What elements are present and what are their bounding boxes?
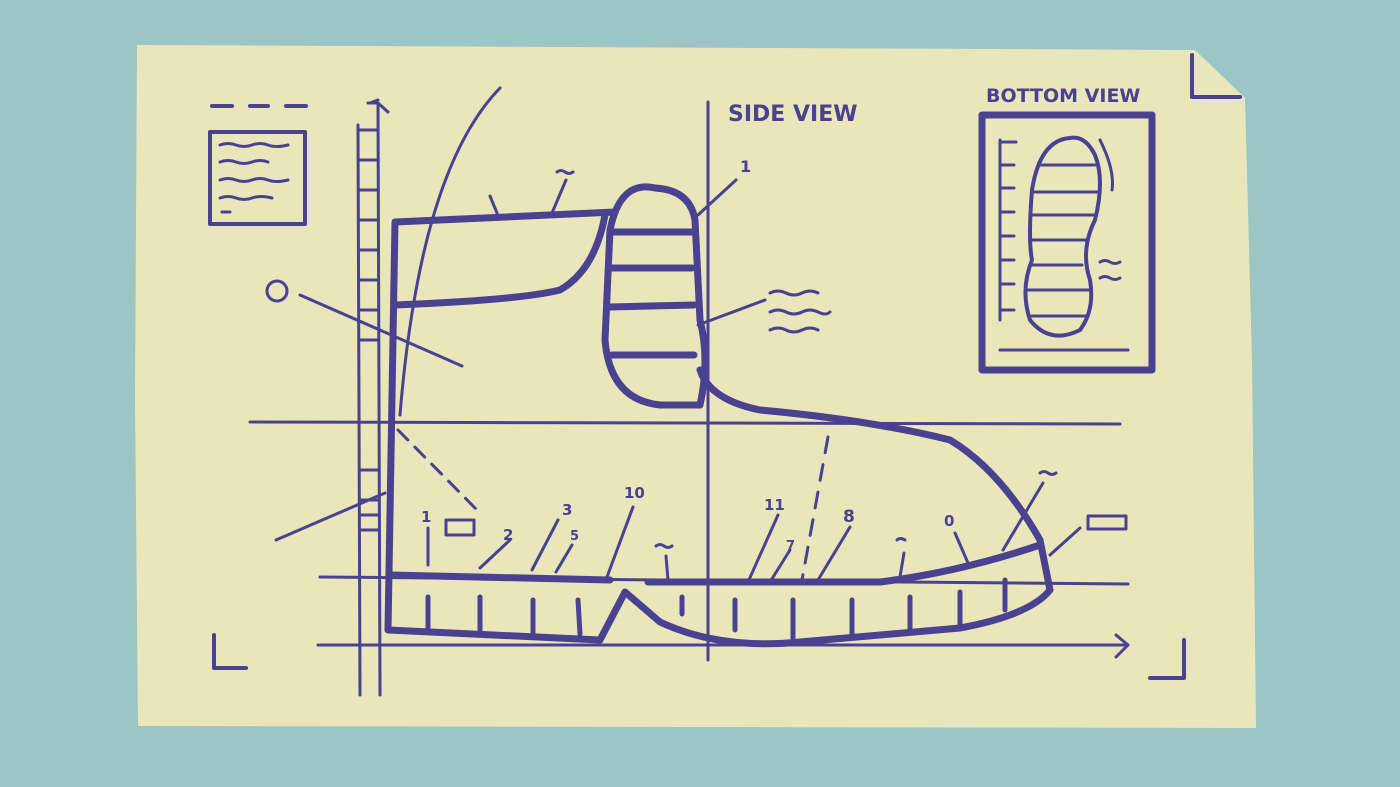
callout-11: 11 <box>764 496 785 514</box>
callout-10: 10 <box>624 484 645 502</box>
boot-outline <box>384 183 1054 648</box>
callout-5: 5 <box>570 529 579 544</box>
callout-8: 8 <box>843 507 855 527</box>
side-view-title: SIDE VIEW <box>728 102 858 127</box>
blueprint-paper <box>135 45 1256 728</box>
notes-card <box>208 130 307 226</box>
callout-1: 1 <box>421 508 431 526</box>
bottom-view-title: BOTTOM VIEW <box>986 85 1140 107</box>
callout-top-1: 1 <box>740 157 751 176</box>
sole-treads <box>425 577 1008 641</box>
bottom-view-panel <box>978 111 1156 374</box>
corner-marks <box>210 53 1242 680</box>
callout-7: 7 <box>786 539 795 554</box>
callout-2: 2 <box>503 526 513 544</box>
callout-3: 3 <box>562 501 572 519</box>
leader-lines <box>265 169 1128 584</box>
callout-0: 0 <box>944 512 954 530</box>
